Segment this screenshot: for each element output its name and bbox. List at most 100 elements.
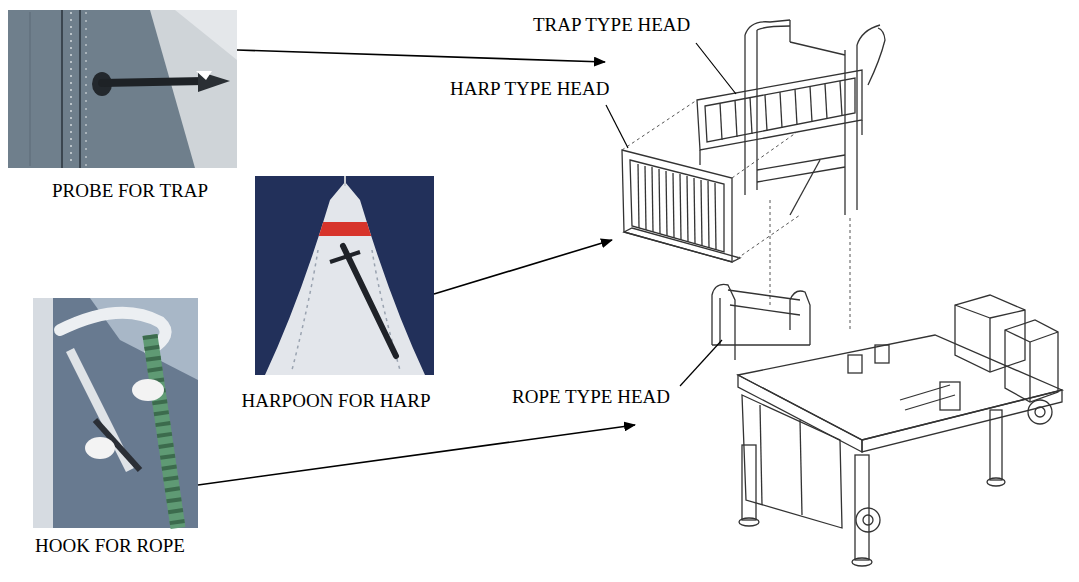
trolley-drawing-part — [1035, 407, 1045, 417]
probe-photo-part — [8, 10, 237, 168]
trap-head-drawing-part — [844, 50, 845, 215]
harp-head-drawing-part — [715, 183, 716, 250]
assembly-lines-part — [770, 200, 771, 305]
photo-frame: PROBE FOR TRAP — [8, 10, 237, 204]
trap-head-drawing-part — [757, 167, 845, 182]
trap-head-drawing-part — [857, 25, 880, 45]
photo-caption: HOOK FOR ROPE — [35, 535, 185, 557]
trolley-drawing-part — [987, 478, 1005, 486]
trolley-drawing-part — [989, 318, 990, 372]
trap-head-drawing-part — [735, 100, 737, 137]
hook-photo-part — [150, 335, 178, 528]
part-label: ROPE TYPE HEAD — [512, 386, 670, 408]
trap-head-drawing-part — [765, 95, 767, 131]
hook-photo-part — [33, 298, 53, 528]
trolley-drawing-part — [719, 298, 720, 345]
trap-head-drawing-part — [720, 103, 722, 140]
trolley-drawing-part — [848, 355, 862, 373]
probe-photo-part — [85, 12, 87, 166]
probe-photo — [8, 10, 237, 168]
trolley-drawing-part — [862, 390, 1062, 452]
part-label: HARP TYPE HEAD — [450, 78, 609, 100]
harp-head-drawing-part — [694, 178, 695, 244]
probe-photo-part — [175, 10, 237, 60]
pointer-arrows-part — [434, 240, 612, 294]
harp-head-drawing-part — [680, 174, 681, 240]
harp-head-drawing-part — [687, 176, 688, 242]
pointer-arrows — [198, 50, 635, 485]
trap-head-drawing-part — [795, 89, 797, 125]
trap-head-drawing-part — [699, 150, 700, 165]
trolley-drawing-part — [990, 410, 1002, 480]
harp-head-drawing-part — [673, 173, 674, 238]
trap-head-drawing-part — [789, 20, 790, 42]
assembly-lines-part — [622, 100, 697, 150]
harpoon-photo-part — [330, 252, 360, 262]
harp-head-drawing-part — [638, 164, 639, 228]
trolley-drawing-part — [728, 290, 800, 300]
trap-head-drawing-part — [790, 160, 820, 215]
trap-head-drawing-part — [840, 81, 842, 116]
trap-head-drawing-part — [780, 92, 782, 128]
trolley-drawing-part — [738, 335, 1062, 440]
leader-lines-part — [606, 105, 628, 148]
assembly-lines-part — [850, 218, 851, 330]
trolley-drawing-part — [1005, 330, 1030, 342]
leader-lines — [606, 43, 736, 386]
trap-head-drawing-part — [856, 45, 857, 210]
harpoon-photo-part — [343, 246, 396, 356]
hook-photo — [33, 298, 198, 528]
probe-photo-part — [150, 10, 237, 168]
probe-photo-part — [196, 71, 212, 80]
trap-head-drawing-part — [697, 70, 862, 150]
harp-head-drawing-part — [624, 228, 740, 262]
harp-head-drawing — [622, 150, 740, 262]
trolley-drawing-part — [742, 395, 842, 528]
trolley-drawing-part — [875, 345, 889, 363]
harp-head-drawing-part — [645, 166, 646, 230]
trolley-drawing-part — [1005, 320, 1058, 402]
trolley-drawing-part — [760, 405, 762, 505]
harpoon-photo-part — [255, 176, 434, 375]
assembly-lines-part — [732, 215, 800, 262]
harpoon-photo-part — [255, 222, 434, 236]
photo-frame: HARPOON FOR HARP — [239, 176, 435, 414]
hook-photo-part — [150, 335, 178, 528]
trap-head-drawing-part — [868, 28, 885, 85]
trolley-drawing-part — [742, 445, 756, 520]
harp-head-drawing-part — [701, 180, 702, 246]
photo-caption: PROBE FOR TRAP — [52, 180, 208, 202]
trap-head-drawing — [697, 20, 885, 215]
trolley-drawing-part — [905, 395, 955, 410]
probe-photo-part — [70, 12, 72, 166]
hook-photo-part — [85, 437, 115, 459]
trolley-drawing-part — [739, 518, 759, 526]
harp-head-drawing-part — [659, 169, 660, 234]
part-label: TRAP TYPE HEAD — [533, 14, 690, 36]
trap-head-drawing-part — [745, 20, 790, 35]
harpoon-photo-part — [292, 250, 318, 370]
trap-head-drawing-part — [790, 42, 845, 55]
trolley-drawing-part — [856, 508, 880, 532]
leader-lines-part — [696, 43, 736, 94]
trolley-drawing-part — [712, 284, 735, 360]
hook-photo-part — [33, 298, 198, 528]
harpoon-photo-part — [265, 182, 425, 375]
trolley-drawing-part — [1029, 342, 1030, 402]
assembly-lines — [622, 100, 850, 330]
trap-head-drawing-part — [810, 86, 812, 122]
harpoon-photo-part — [344, 176, 346, 186]
trolley-drawing-part — [990, 310, 1025, 318]
trap-head-drawing-part — [757, 155, 845, 170]
trolley-drawing-part — [863, 515, 873, 525]
trolley-drawing-part — [1030, 332, 1058, 342]
trap-head-drawing-part — [744, 35, 745, 195]
trolley-drawing-part — [730, 305, 800, 315]
photo-caption: HARPOON FOR HARP — [242, 390, 431, 412]
trolley-drawing-part — [1028, 400, 1052, 424]
trolley-drawing-part — [800, 420, 802, 515]
pointer-arrows-part — [198, 425, 635, 485]
harp-head-drawing-part — [622, 150, 732, 262]
probe-photo-part — [79, 10, 81, 168]
